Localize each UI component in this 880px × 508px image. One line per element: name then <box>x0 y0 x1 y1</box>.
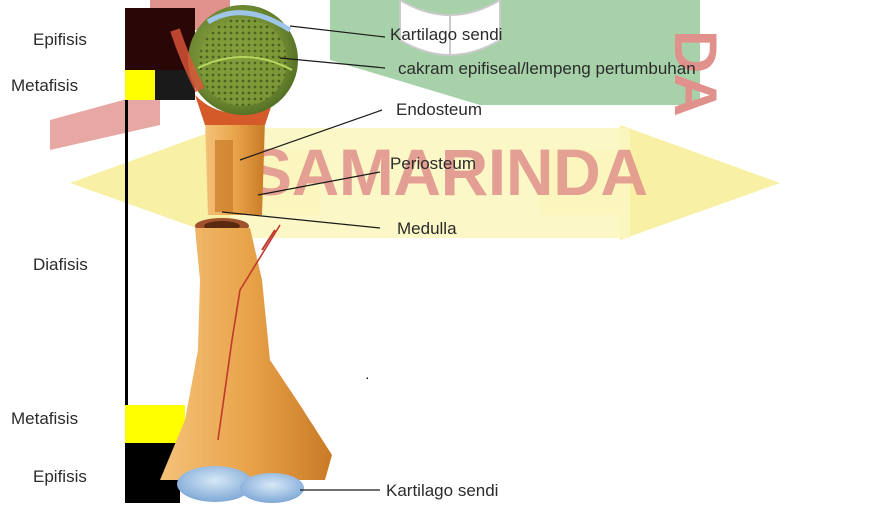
label-metafisis-bottom: Metafisis <box>11 410 78 427</box>
upper-shaft <box>205 120 265 215</box>
medulla-cavity-upper <box>215 140 233 212</box>
region-bar-metafisis-bottom <box>125 405 185 443</box>
lower-bone <box>160 218 332 503</box>
label-kartilago-sendi-top: Kartilago sendi <box>390 26 502 43</box>
cartilage-bottom-right <box>240 473 304 503</box>
label-cakram-epifiseal: cakram epifiseal/lempeng pertumbuhan <box>398 60 696 77</box>
label-metafisis-top: Metafisis <box>11 77 78 94</box>
diaphysis <box>160 228 332 480</box>
label-medulla: Medulla <box>397 220 457 237</box>
watermark-green-band <box>330 0 700 105</box>
label-kartilago-sendi-bottom: Kartilago sendi <box>386 482 498 499</box>
stray-dot: · <box>365 369 370 385</box>
region-bar-diafisis-line <box>125 100 128 405</box>
region-bar-metafisis-top-yellow <box>125 70 155 100</box>
label-periosteum: Periosteum <box>390 155 476 172</box>
label-diafisis: Diafisis <box>33 256 88 273</box>
label-epifisis-bottom: Epifisis <box>33 468 87 485</box>
label-endosteum: Endosteum <box>396 101 482 118</box>
label-epifisis-top: Epifisis <box>33 31 87 48</box>
